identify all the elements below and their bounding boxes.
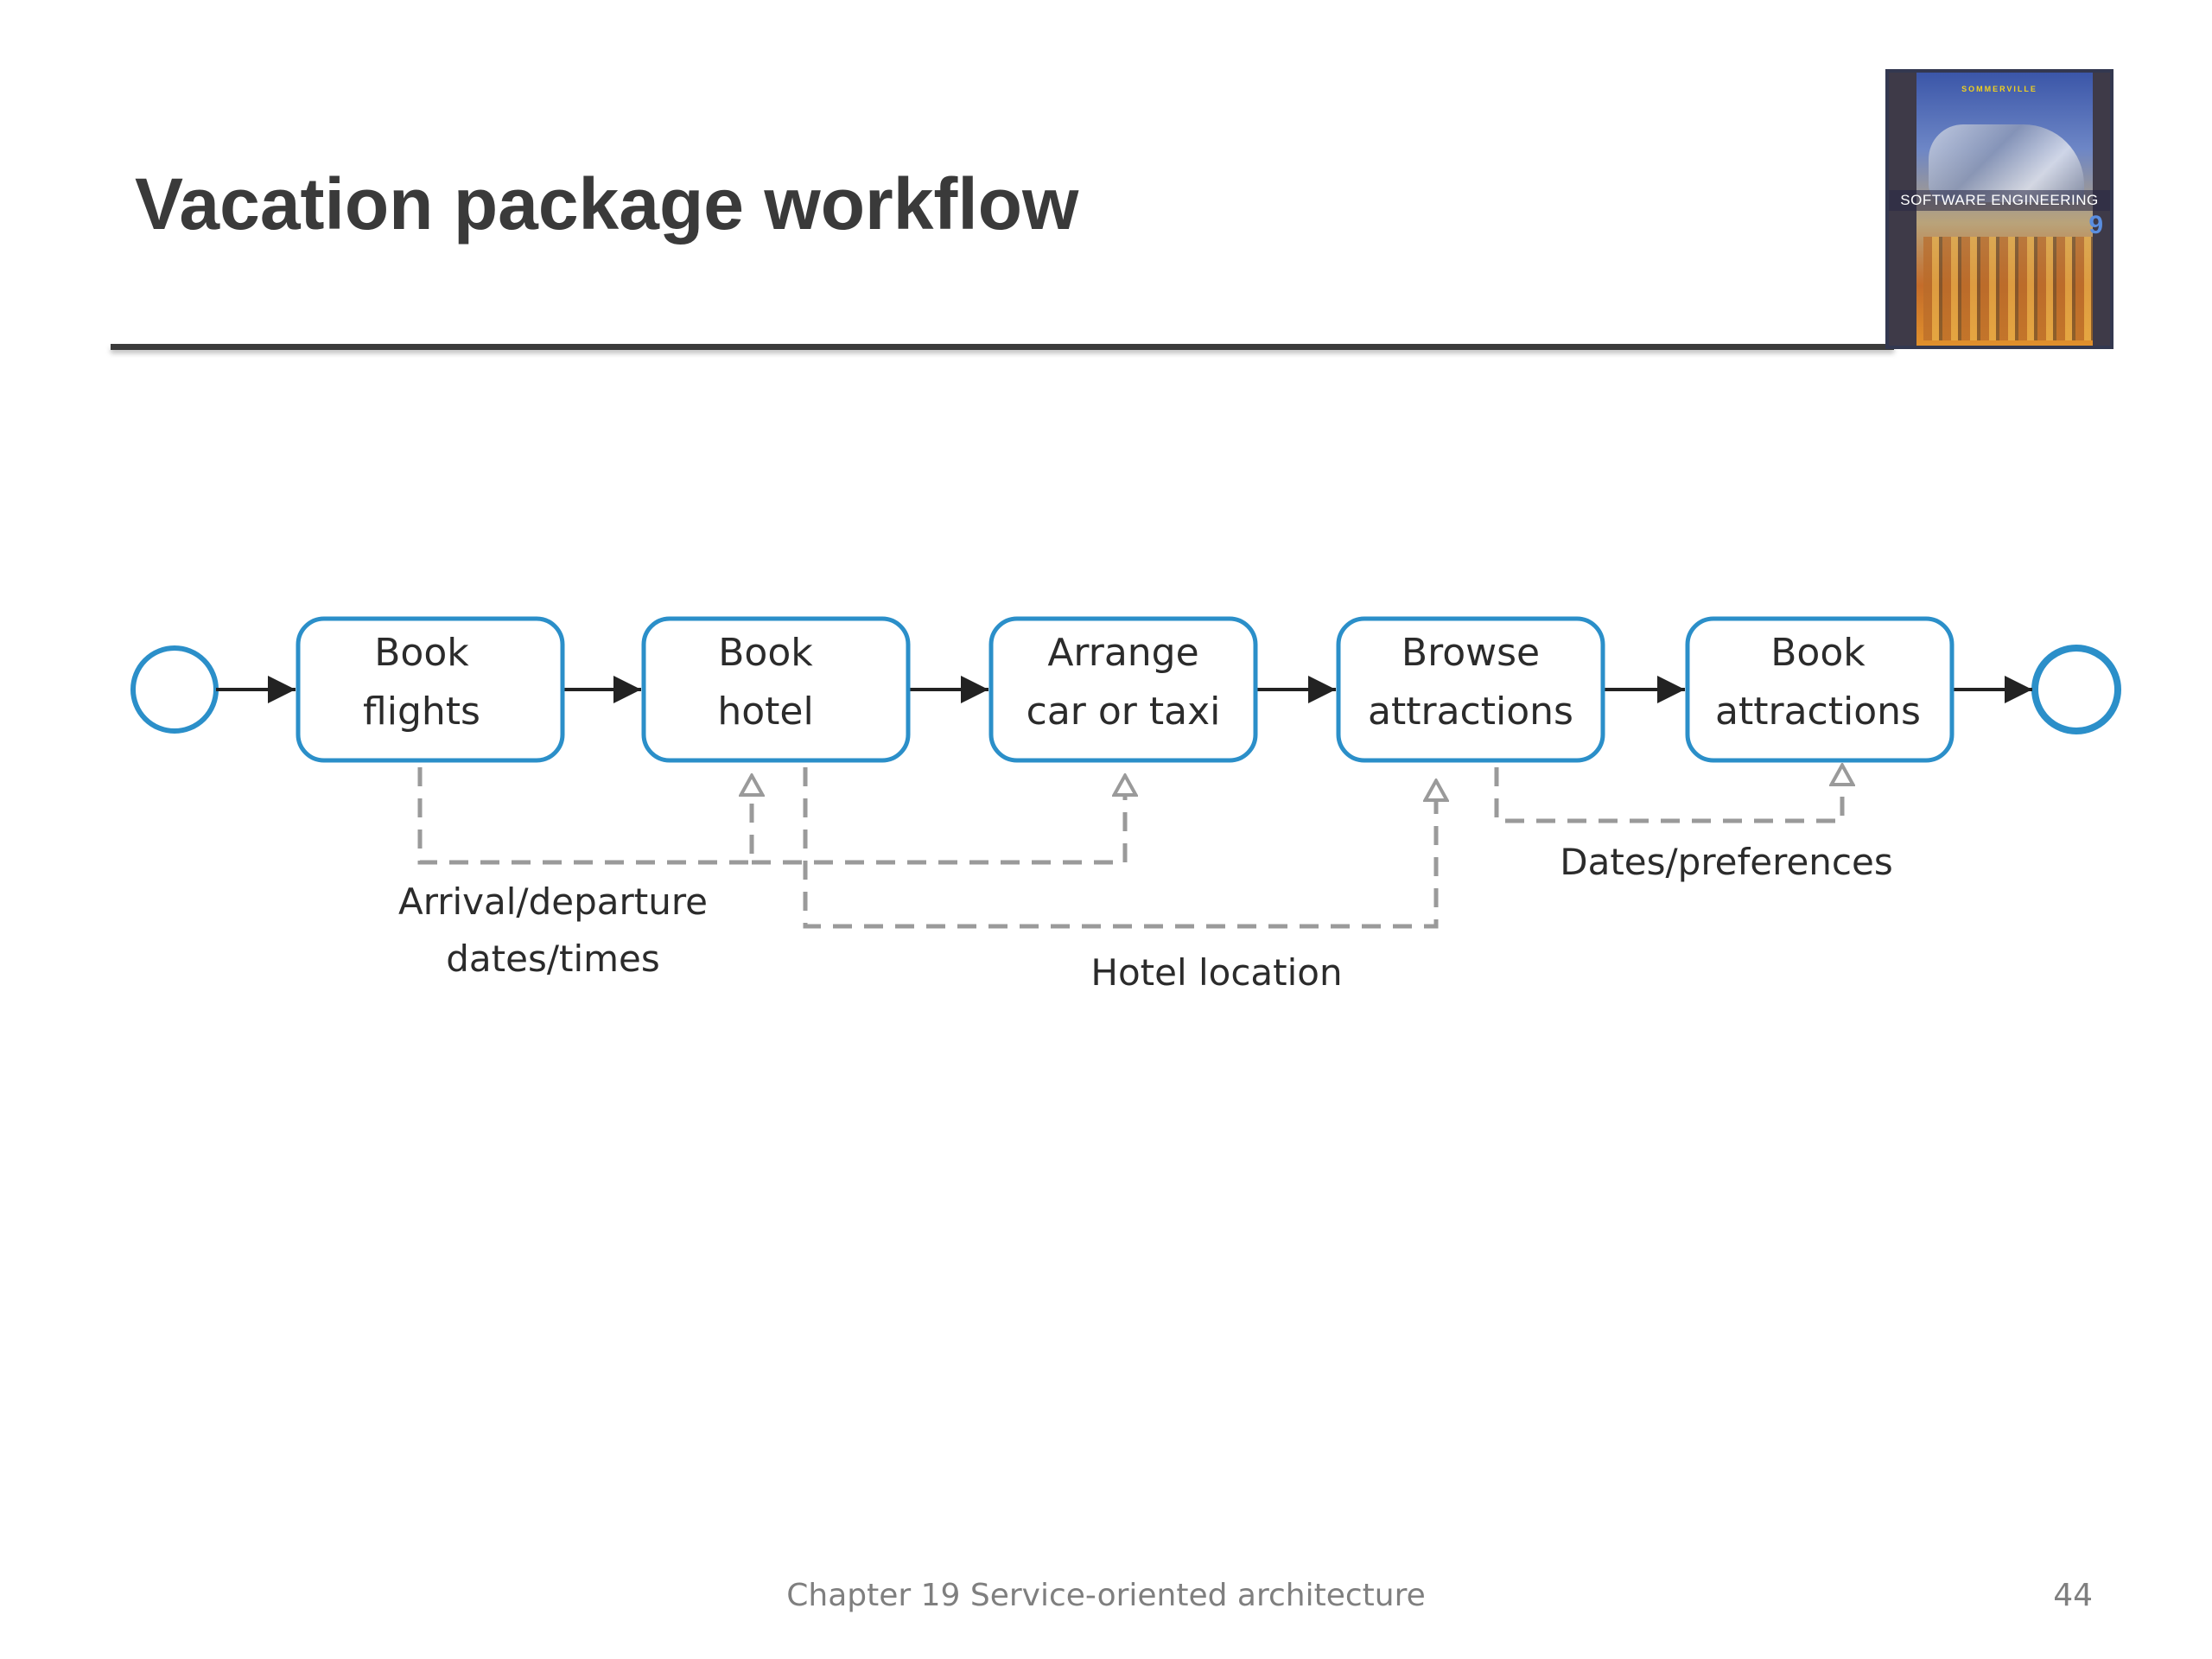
task-book-flights: Book flights (296, 616, 565, 763)
task-box (988, 616, 1258, 763)
task-label-line2: car or taxi (1027, 690, 1221, 734)
task-label-line2: attractions (1368, 690, 1573, 734)
cover-author: SOMMERVILLE (1961, 85, 2037, 93)
data-label-hotel-location: Hotel location (1090, 951, 1342, 994)
task-label-line2: attractions (1715, 690, 1921, 734)
task-box (1336, 616, 1605, 763)
title-divider (111, 344, 1894, 350)
task-label-line1: Book (1770, 631, 1866, 675)
cover-title: SOFTWARE ENGINEERING (1889, 190, 2110, 211)
cover-structure-graphic (1923, 237, 2096, 340)
data-label-arrival-line2: dates/times (446, 938, 660, 980)
task-browse-attractions: Browse attractions (1336, 616, 1605, 763)
cover-building-graphic (1929, 124, 2084, 202)
data-label-dates-preferences: Dates/preferences (1560, 841, 1893, 883)
task-box (296, 616, 565, 763)
cover-edition: 9 (2088, 211, 2103, 239)
task-arrange-car-or-taxi: Arrange car or taxi (988, 616, 1258, 763)
end-event-circle (2031, 645, 2121, 734)
task-label-line1: Book (374, 631, 469, 675)
task-box (1685, 616, 1955, 763)
slide-title: Vacation package workflow (135, 163, 1079, 245)
data-label-arrival-line1: Arrival/departure (398, 880, 708, 923)
task-label-line1: Browse (1402, 631, 1540, 675)
data-flows (417, 767, 1842, 929)
task-book-hotel: Book hotel (641, 616, 911, 763)
task-label-line2: flights (363, 690, 480, 734)
data-flow-dates-preferences (1494, 767, 1842, 823)
slide-footer: Chapter 19 Service-oriented architecture (786, 1578, 1426, 1613)
task-box (641, 616, 911, 763)
page-number: 44 (2053, 1578, 2093, 1613)
task-label-line2: hotel (717, 690, 813, 734)
start-event-circle (130, 645, 219, 734)
book-cover-image: SOMMERVILLE SOFTWARE ENGINEERING 9 (1885, 69, 2113, 349)
data-flow-arrival-to-hotel (417, 767, 752, 865)
task-label-line1: Arrange (1047, 631, 1198, 675)
task-book-attractions: Book attractions (1685, 616, 1955, 763)
task-label-line1: Book (718, 631, 813, 675)
data-flow-arrival-to-car (752, 778, 1125, 865)
data-flow-hotel-location (803, 767, 1436, 929)
